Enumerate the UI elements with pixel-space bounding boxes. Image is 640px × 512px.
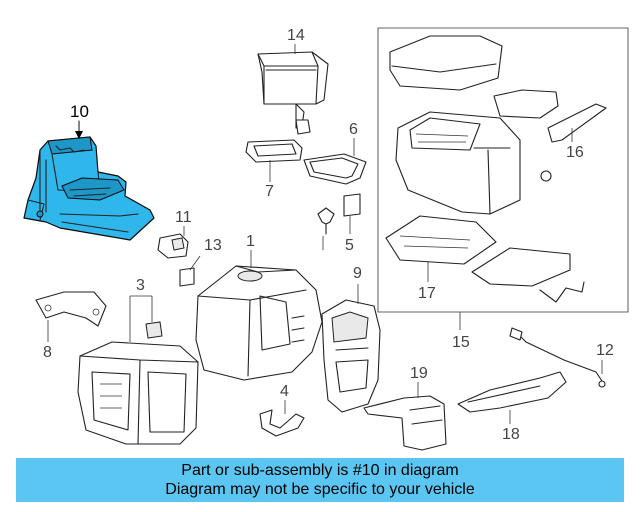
- label-9: 9: [353, 265, 362, 282]
- label-5: 5: [345, 237, 354, 254]
- label-16: 16: [566, 144, 584, 161]
- callout-19: 19: [410, 365, 428, 398]
- callout-6: 6: [349, 121, 358, 156]
- callout-7: 7: [265, 160, 274, 200]
- label-13: 13: [204, 237, 222, 254]
- label-14: 14: [287, 27, 305, 44]
- part-19-lever-bracket[interactable]: [363, 395, 447, 451]
- label-7: 7: [265, 183, 274, 200]
- part-8-trim[interactable]: [35, 291, 107, 327]
- label-15: 15: [452, 334, 470, 351]
- part-11-switch[interactable]: [157, 233, 189, 259]
- label-10: 10: [70, 102, 89, 121]
- callout-17: 17: [418, 262, 436, 302]
- callout-11: 11: [175, 209, 192, 236]
- callout-5: 5: [345, 216, 354, 254]
- part-6-mat[interactable]: [303, 153, 367, 185]
- part-5-pad[interactable]: [343, 193, 361, 217]
- part-10-rear-console-housing[interactable]: [23, 136, 155, 241]
- callout-3: 3: [129, 277, 153, 342]
- label-6: 6: [349, 121, 358, 138]
- callout-15: 15: [452, 312, 470, 351]
- info-banner: Part or sub-assembly is #10 in diagram D…: [16, 458, 624, 502]
- part-3-base-frame[interactable]: [77, 321, 199, 445]
- label-17: 17: [418, 285, 436, 302]
- banner-line-2: Diagram may not be specific to your vehi…: [165, 481, 475, 498]
- part-2-clip[interactable]: [317, 207, 335, 235]
- part-13-bezel[interactable]: [179, 267, 195, 287]
- part-9-rear-panel[interactable]: [321, 299, 381, 413]
- callout-16: 16: [566, 128, 584, 161]
- part-1-console-body[interactable]: [195, 265, 323, 381]
- label-18: 18: [502, 426, 520, 443]
- callout-14: 14: [287, 27, 305, 54]
- callout-1: 1: [246, 233, 255, 268]
- part-7-tray[interactable]: [245, 139, 303, 163]
- label-11: 11: [175, 209, 192, 226]
- label-12: 12: [596, 342, 614, 359]
- callout-13: 13: [189, 237, 222, 271]
- part-14-storage-bin[interactable]: [257, 51, 329, 135]
- callout-18: 18: [502, 410, 520, 443]
- part-4-bracket[interactable]: [259, 409, 305, 437]
- callout-9: 9: [353, 265, 362, 304]
- label-4: 4: [280, 383, 289, 400]
- label-1: 1: [246, 233, 255, 250]
- callout-12: 12: [596, 342, 614, 374]
- part-12-cable[interactable]: [509, 327, 606, 388]
- callout-10: 10: [70, 102, 89, 139]
- label-8: 8: [43, 344, 52, 361]
- callout-4: 4: [280, 383, 289, 414]
- label-3: 3: [136, 277, 145, 294]
- part-15-armrest-assembly-box[interactable]: [377, 27, 629, 313]
- callout-8: 8: [43, 320, 52, 361]
- label-19: 19: [410, 365, 428, 382]
- banner-line-1: Part or sub-assembly is #10 in diagram: [181, 462, 459, 479]
- part-18-handle[interactable]: [457, 371, 567, 413]
